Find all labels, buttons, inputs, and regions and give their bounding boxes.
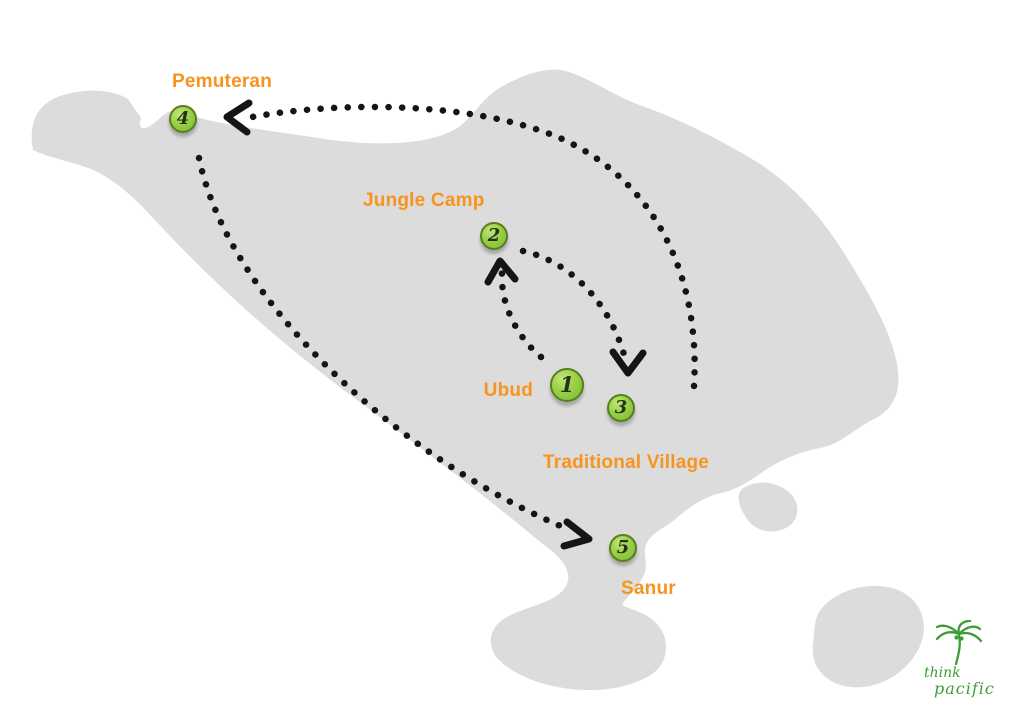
location-label-jungle-camp: Jungle Camp (363, 190, 485, 211)
marker-jungle-camp: 2 (480, 222, 508, 250)
location-label-sanur: Sanur (621, 578, 676, 599)
arrowhead-traditional-village (609, 348, 647, 377)
marker-jungle-camp-number: 2 (487, 224, 501, 246)
location-label-traditional-village: Traditional Village (543, 452, 710, 473)
marker-pemuteran: 4 (169, 105, 197, 133)
route-arrows (195, 99, 698, 550)
marker-traditional-village-number: 3 (614, 396, 628, 418)
marker-ubud-number: 1 (559, 371, 575, 397)
route-jungle-camp-to-traditional-village (519, 247, 630, 366)
logo-text-pacific: pacific (934, 679, 995, 699)
marker-traditional-village: 3 (607, 394, 635, 422)
bali-island-shape (31, 69, 899, 691)
route-pemuteran-to-sanur (195, 154, 574, 534)
location-label-pemuteran: Pemuteran (172, 71, 273, 92)
palm-tree-icon (935, 619, 983, 665)
marker-sanur-number: 5 (616, 536, 630, 558)
marker-ubud: 1 (550, 368, 584, 402)
marker-pemuteran-number: 4 (176, 107, 190, 129)
location-label-ubud: Ubud (483, 380, 533, 401)
route-traditional-village-to-pemuteran (248, 103, 698, 390)
arrowhead-sanur (560, 518, 593, 550)
arrowhead-jungle-camp (484, 257, 519, 286)
think-pacific-logo: think pacific (916, 619, 1002, 699)
small-island-penida-shape (812, 585, 924, 688)
logo-text-think: think (924, 664, 961, 681)
arrowhead-pemuteran (223, 99, 253, 136)
marker-sanur: 5 (609, 534, 637, 562)
small-island-lembongan-shape (738, 482, 798, 532)
